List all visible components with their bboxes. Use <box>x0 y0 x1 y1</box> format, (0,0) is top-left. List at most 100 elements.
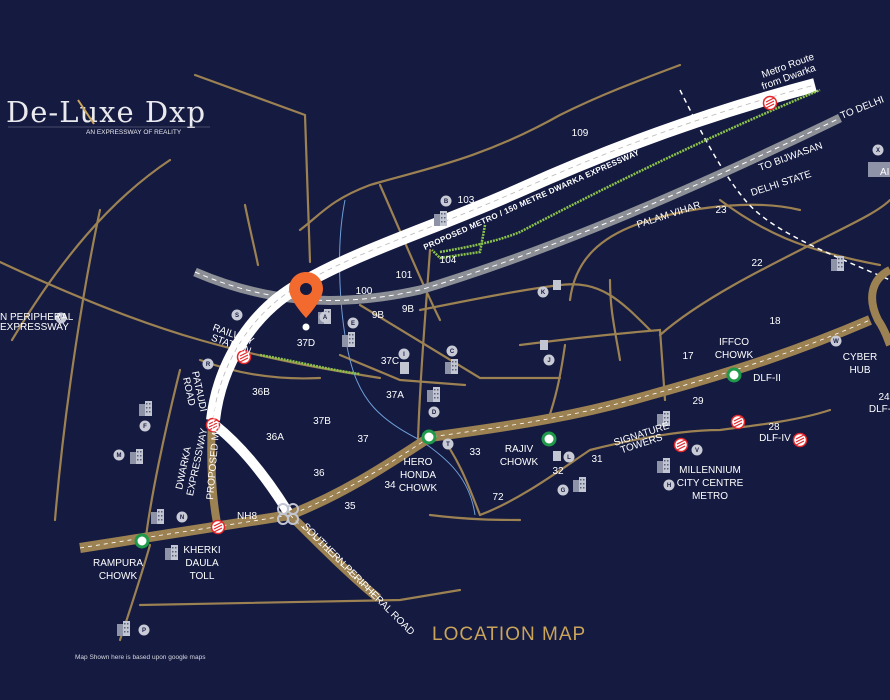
ai-label: AI <box>880 167 889 178</box>
building-icon <box>165 545 178 560</box>
svg-text:J: J <box>547 358 550 364</box>
svg-text:B: B <box>444 199 449 205</box>
building-icon <box>553 280 561 290</box>
station-icon <box>134 533 150 549</box>
building-icon <box>400 362 409 374</box>
building-icon <box>445 359 458 374</box>
svg-text:G: G <box>561 488 566 494</box>
building-icon <box>573 477 586 492</box>
station-icon <box>421 429 437 445</box>
logo-x-accent-icon <box>77 99 95 125</box>
metro-icon <box>730 414 746 430</box>
building-icon <box>427 387 440 402</box>
svg-text:36: 36 <box>313 468 325 479</box>
metro-icon <box>792 432 808 448</box>
delhi-state-label: DELHI STATE <box>750 169 814 199</box>
svg-text:C: C <box>450 349 455 355</box>
building-icon <box>868 162 890 177</box>
svg-text:18: 18 <box>769 316 781 327</box>
proposed-metro-label: PROPOSED METRO / 150 METRE DWARKA EXPRES… <box>422 148 641 252</box>
svg-text:37C: 37C <box>381 356 399 367</box>
svg-text:De-Luxe Dxp: De-Luxe Dxp <box>6 95 206 129</box>
svg-text:DLF-II: DLF-II <box>753 373 781 384</box>
svg-text:S: S <box>235 313 239 319</box>
dwarka-expressway-label: DWARKAEXPRESSWAY <box>173 425 210 498</box>
svg-text:P: P <box>142 628 146 634</box>
svg-text:V: V <box>695 448 699 454</box>
svg-text:E: E <box>351 321 355 327</box>
metro-icon <box>210 519 226 535</box>
building-icon <box>151 509 164 524</box>
cloverleaf-interchange <box>277 503 299 525</box>
svg-text:24: 24 <box>878 392 890 403</box>
badges: A B C D E F G H I J K L M N P R S T U V … <box>55 144 884 636</box>
svg-text:104: 104 <box>440 255 457 266</box>
svg-text:23: 23 <box>715 205 727 216</box>
nh8-label: NH8 <box>237 511 257 522</box>
svg-text:33: 33 <box>469 447 481 458</box>
svg-text:37D: 37D <box>297 338 315 349</box>
svg-text:D: D <box>432 410 437 416</box>
map-note: Map Shown here is based upon google maps <box>75 654 206 661</box>
building-icon <box>130 449 143 464</box>
building-icon <box>434 211 447 226</box>
svg-text:U: U <box>59 316 63 322</box>
svg-text:31: 31 <box>591 454 603 465</box>
location-pin-icon <box>289 272 323 331</box>
svg-text:T: T <box>446 442 450 448</box>
local-roads <box>0 63 890 642</box>
svg-text:29: 29 <box>692 396 704 407</box>
pataudi-road-label: PATAUDIROAD <box>179 370 208 415</box>
svg-text:109: 109 <box>572 128 589 139</box>
building-icon <box>553 451 561 461</box>
drain <box>339 199 476 516</box>
building-icon <box>139 401 152 416</box>
metro-icon <box>762 95 778 111</box>
building-icon <box>117 621 130 636</box>
svg-text:34: 34 <box>384 480 396 491</box>
svg-text:37A: 37A <box>386 390 404 401</box>
station-icon <box>726 367 742 383</box>
sector-labels: 109 103 104 101 100 9B 9B 37D 37C 37A 37… <box>252 128 890 512</box>
dwarka-expressway <box>206 78 817 421</box>
svg-text:DLF-: DLF- <box>869 404 890 415</box>
svg-text:X: X <box>876 148 880 154</box>
svg-text:100: 100 <box>356 286 373 297</box>
building-icon <box>342 332 355 347</box>
svg-text:L: L <box>567 455 571 461</box>
svg-text:F: F <box>143 424 147 430</box>
svg-text:35: 35 <box>344 501 356 512</box>
signature-towers-label: SIGNATURETOWERS <box>613 420 674 457</box>
southern-peripheral-label: SOUTHERN PERIPHERAL ROAD <box>300 521 416 637</box>
station-icon <box>541 431 557 447</box>
to-delhi-label: TO DELHI <box>839 94 886 121</box>
svg-text:17: 17 <box>682 351 694 362</box>
svg-text:AN EXPRESSWAY OF REALITY: AN EXPRESSWAY OF REALITY <box>86 129 182 136</box>
southern-peripheral-road <box>286 511 381 602</box>
svg-text:37: 37 <box>357 434 369 445</box>
svg-text:36A: 36A <box>266 432 284 443</box>
svg-text:22: 22 <box>751 258 763 269</box>
brand-logo: De-Luxe Dxp AN EXPRESSWAY OF REALITY <box>6 95 210 136</box>
svg-text:DLF-IV: DLF-IV <box>759 433 791 444</box>
svg-text:K: K <box>541 290 546 296</box>
svg-text:101: 101 <box>396 270 413 281</box>
delhi-state-border <box>679 89 890 281</box>
svg-text:36B: 36B <box>252 387 270 398</box>
building-icon <box>540 340 548 350</box>
svg-text:32: 32 <box>552 466 564 477</box>
green-belt <box>259 353 361 376</box>
expressway-spur <box>211 421 293 515</box>
svg-text:28: 28 <box>768 422 780 433</box>
svg-text:9B: 9B <box>402 304 415 315</box>
svg-text:9B: 9B <box>372 310 385 321</box>
building-icon <box>657 458 670 473</box>
svg-text:H: H <box>667 483 671 489</box>
